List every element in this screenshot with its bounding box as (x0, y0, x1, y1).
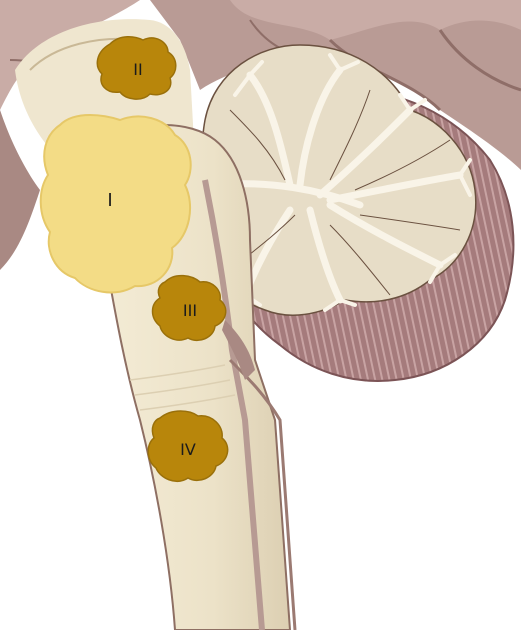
tumor-marker-I: I (41, 115, 191, 292)
marker-label-IV: IV (180, 440, 196, 459)
tumor-I-blob (41, 115, 191, 292)
marker-label-I: I (107, 190, 112, 211)
marker-label-II: II (133, 60, 142, 79)
marker-label-III: III (183, 301, 197, 320)
tumor-marker-II: II (97, 37, 175, 99)
